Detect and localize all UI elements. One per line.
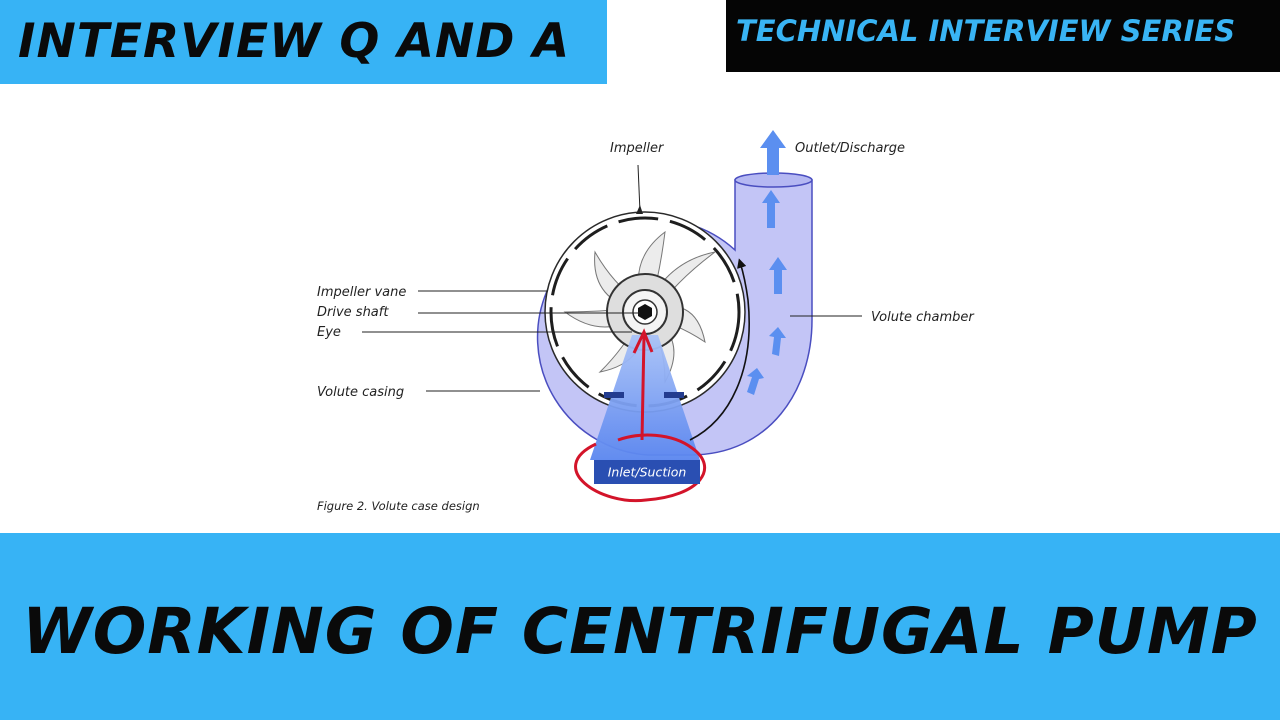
suction-cone xyxy=(590,335,700,460)
impeller-vane-label: Impeller vane xyxy=(317,285,406,300)
drive-shaft-icon xyxy=(638,304,652,320)
flow-arrows xyxy=(747,130,787,395)
inlet-box xyxy=(594,460,700,484)
right-title-banner: TECHNICAL INTERVIEW SERIES xyxy=(726,0,1280,72)
volute-casing-label: Volute casing xyxy=(317,385,404,400)
footer-banner: WORKING OF CENTRIFUGAL PUMP xyxy=(0,533,1280,720)
volute-chamber-label: Volute chamber xyxy=(871,310,975,325)
figure-caption: Figure 2. Volute case design xyxy=(317,499,480,513)
rotation-arrow xyxy=(689,258,750,441)
leader-lines xyxy=(362,164,862,392)
outlet-pipe-top xyxy=(734,172,813,188)
outlet-label: Outlet/Discharge xyxy=(795,141,905,156)
pump-diagram-svg: Inlet/Suction Impeller Outlet/Discharge … xyxy=(317,130,975,513)
drive-shaft-label: Drive shaft xyxy=(317,305,389,320)
inlet-label: Inlet/Suction xyxy=(608,465,687,480)
right-title: TECHNICAL INTERVIEW SERIES xyxy=(736,14,1236,48)
impeller-label: Impeller xyxy=(610,141,665,156)
pump-diagram: Inlet/Suction Impeller Outlet/Discharge … xyxy=(0,84,1280,532)
left-title-banner: INTERVIEW Q AND A xyxy=(0,0,607,84)
left-title: INTERVIEW Q AND A xyxy=(18,14,571,69)
footer-title: WORKING OF CENTRIFUGAL PUMP xyxy=(22,595,1258,668)
red-annotation xyxy=(574,328,707,503)
eye-label: Eye xyxy=(317,325,341,340)
